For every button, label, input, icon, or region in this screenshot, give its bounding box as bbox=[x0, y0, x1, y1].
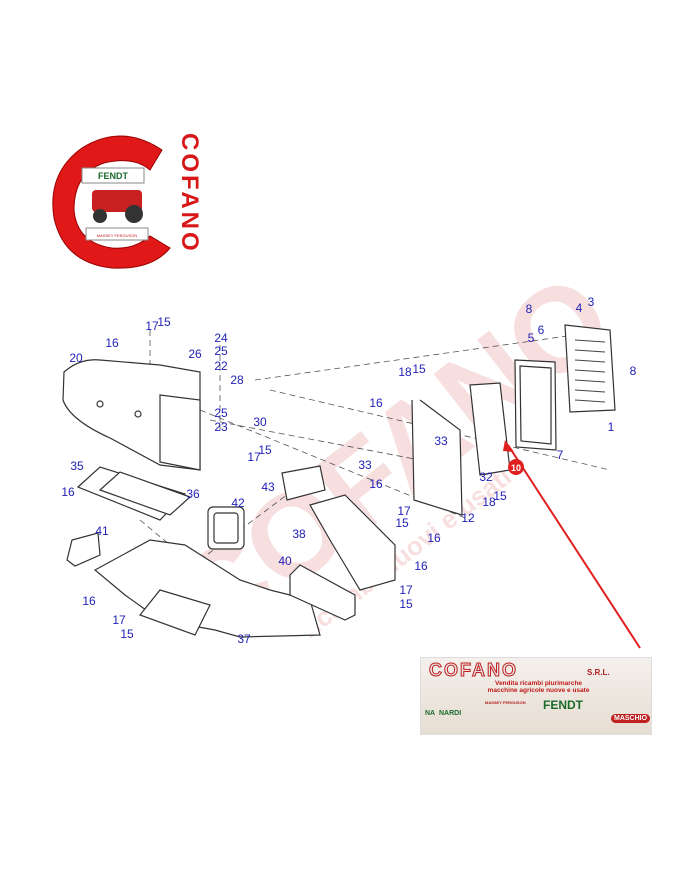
part-label-16: 16 bbox=[369, 396, 383, 410]
part-20-hole bbox=[96, 400, 104, 408]
part-label-30: 30 bbox=[253, 415, 267, 429]
part-label-3: 3 bbox=[588, 295, 595, 309]
logo-brand-bottom: MASSEY FERGUSON bbox=[97, 233, 137, 238]
part-label-25: 25 bbox=[214, 344, 228, 358]
brand-maschio: MASCHIO bbox=[611, 714, 651, 723]
banner-subtitle: Vendita ricambi plurimarche macchine agr… bbox=[431, 680, 646, 694]
part-label-25: 25 bbox=[214, 406, 228, 420]
logo-c-emblem: FENDT MASSEY FERGUSON COFANO bbox=[52, 133, 203, 269]
part-label-33: 33 bbox=[358, 458, 372, 472]
highlight-label: 10 bbox=[511, 463, 521, 473]
part-label-17: 17 bbox=[397, 504, 411, 518]
part-label-8: 8 bbox=[526, 302, 533, 316]
brand-nardi: NARDI bbox=[439, 710, 462, 717]
part-label-15: 15 bbox=[395, 516, 409, 530]
part-label-32: 32 bbox=[479, 470, 493, 484]
banner-brands: NA NARDI MASSEY FERGUSON FENDT MASCHIO bbox=[425, 696, 651, 732]
part-label-16: 16 bbox=[427, 531, 441, 545]
part-label-35: 35 bbox=[70, 459, 84, 473]
part-label-28: 28 bbox=[230, 373, 244, 387]
part-label-17: 17 bbox=[247, 450, 261, 464]
part-38-duct bbox=[309, 494, 396, 591]
part-label-38: 38 bbox=[292, 527, 306, 541]
part-label-37: 37 bbox=[237, 632, 251, 646]
brand-massey: MASSEY FERGUSON bbox=[485, 700, 526, 705]
part-label-17: 17 bbox=[145, 319, 159, 333]
part-label-12: 12 bbox=[461, 511, 475, 525]
part-label-18: 18 bbox=[482, 495, 496, 509]
banner-title: COFANO bbox=[428, 660, 519, 681]
part-label-33: 33 bbox=[434, 434, 448, 448]
logo-brand-top: FENDT bbox=[98, 171, 128, 181]
part-label-40: 40 bbox=[278, 554, 292, 568]
part-label-1: 1 bbox=[608, 420, 615, 434]
part-label-18: 18 bbox=[398, 365, 412, 379]
part-label-23: 23 bbox=[214, 420, 228, 434]
part-label-16: 16 bbox=[82, 594, 96, 608]
part-label-42: 42 bbox=[231, 496, 245, 510]
logo-text: COFANO bbox=[176, 133, 203, 254]
highlight-badge bbox=[508, 459, 524, 475]
part-label-17: 17 bbox=[399, 583, 413, 597]
part-43-seal bbox=[281, 465, 326, 501]
part-label-6: 6 bbox=[538, 323, 545, 337]
part-37-opening bbox=[139, 589, 211, 636]
part-label-15: 15 bbox=[157, 315, 171, 329]
part-label-15: 15 bbox=[258, 443, 272, 457]
part-label-16: 16 bbox=[369, 477, 383, 491]
part-label-24: 24 bbox=[214, 331, 228, 345]
part-label-7: 7 bbox=[557, 448, 564, 462]
part-1-grille bbox=[564, 324, 616, 413]
part-12-bracket bbox=[411, 399, 463, 516]
part-label-4: 4 bbox=[576, 301, 583, 315]
banner-line-2: macchine agricole nuove e usate bbox=[487, 687, 590, 694]
banner-line-1: Vendita ricambi plurimarche bbox=[494, 680, 583, 687]
part-label-22: 22 bbox=[214, 359, 228, 373]
part-label-15: 15 bbox=[399, 597, 413, 611]
part-label-17: 17 bbox=[112, 613, 126, 627]
part-label-36: 36 bbox=[186, 487, 200, 501]
part-label-16: 16 bbox=[61, 485, 75, 499]
part-20-hole bbox=[134, 410, 142, 418]
highlight-arrowhead bbox=[503, 440, 514, 452]
part-label-26: 26 bbox=[188, 347, 202, 361]
part-label-5: 5 bbox=[528, 331, 535, 345]
part-42-inner bbox=[213, 512, 239, 544]
part-label-41: 41 bbox=[95, 524, 109, 538]
part-1-louvers bbox=[574, 339, 606, 403]
brand-fendt: FENDT bbox=[543, 698, 583, 712]
part-label-20: 20 bbox=[69, 351, 83, 365]
cofano-banner: COFANO S.R.L. Vendita ricambi plurimarch… bbox=[420, 657, 652, 735]
part-label-43: 43 bbox=[261, 480, 275, 494]
part-label-15: 15 bbox=[120, 627, 134, 641]
part-20-side bbox=[159, 394, 201, 471]
part-label-8: 8 bbox=[630, 364, 637, 378]
part-7-inner bbox=[519, 365, 552, 445]
highlight-arrow bbox=[507, 444, 641, 649]
part-36-frame bbox=[98, 471, 192, 516]
part-label-15: 15 bbox=[412, 362, 426, 376]
part-label-16: 16 bbox=[105, 336, 119, 350]
part-label-15: 15 bbox=[493, 489, 507, 503]
part-41-seal bbox=[66, 532, 101, 567]
banner-suffix: S.R.L. bbox=[587, 668, 610, 677]
brand-na: NA bbox=[425, 710, 436, 717]
part-40-vent bbox=[289, 564, 356, 621]
cofano-logo: FENDT MASSEY FERGUSON COFANO bbox=[42, 128, 207, 273]
part-label-16: 16 bbox=[414, 559, 428, 573]
